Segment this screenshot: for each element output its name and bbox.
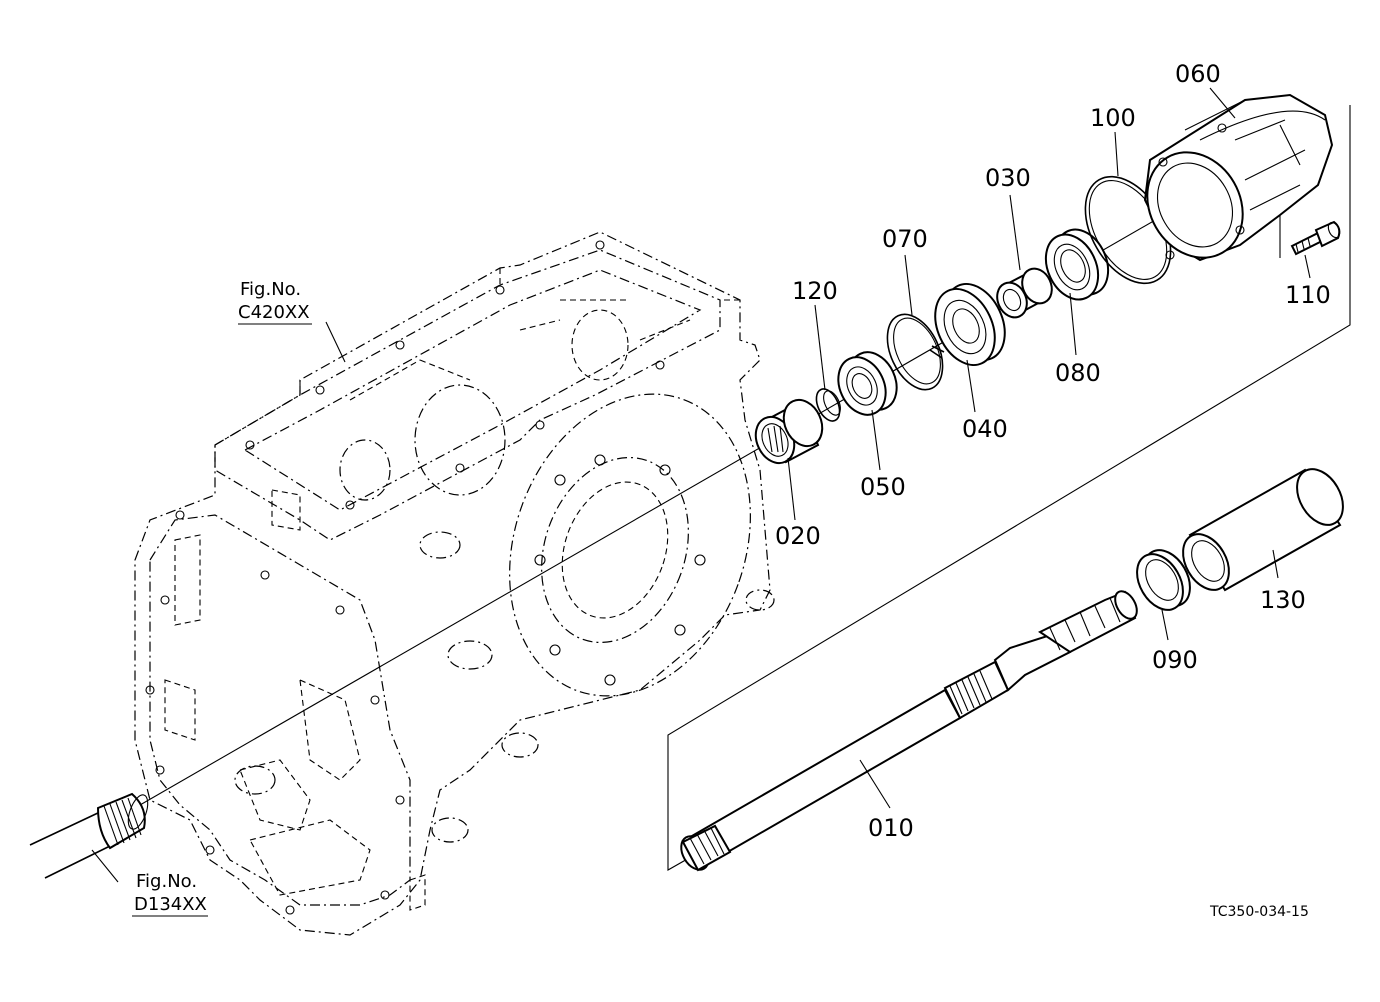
label-110: 110 (1285, 281, 1331, 309)
drawing-code: TC350-034-15 (1209, 904, 1309, 920)
label-050: 050 (860, 473, 906, 501)
label-090: 090 (1152, 646, 1198, 674)
part-130-sleeve (1182, 468, 1344, 592)
part-020-needle-bearing (754, 398, 824, 465)
part-010-pto-shaft (680, 590, 1138, 872)
part-030-collar (996, 267, 1053, 319)
part-120-snap-ring (815, 388, 841, 422)
label-030: 030 (985, 164, 1031, 192)
label-020: 020 (775, 522, 821, 550)
fig-ref-title: Fig.No. (240, 279, 301, 300)
label-060: 060 (1175, 60, 1221, 88)
leader-lines (91, 87, 1311, 883)
label-100: 100 (1090, 104, 1136, 132)
part-070-circlip (886, 313, 945, 391)
part-110-bolt (1290, 220, 1341, 256)
label-010: 010 (868, 814, 914, 842)
label-070: 070 (882, 225, 928, 253)
fig-ref-c420xx[interactable]: Fig.No. C420XX (238, 279, 312, 325)
fig-ref-d134xx[interactable]: Fig.No. D134XX (132, 871, 208, 917)
part-060-cover (1143, 93, 1334, 262)
input-shaft-stub (29, 792, 149, 879)
fig-ref-code: C420XX (238, 302, 310, 323)
part-040-ball-bearing (934, 282, 1006, 367)
fig-ref-title: Fig.No. (136, 871, 197, 892)
part-090-seal (1136, 549, 1191, 611)
fig-ref-code: D134XX (134, 894, 207, 915)
transmission-case (134, 231, 775, 936)
label-120: 120 (792, 277, 838, 305)
label-080: 080 (1055, 359, 1101, 387)
part-050-bearing (837, 351, 898, 416)
label-040: 040 (962, 415, 1008, 443)
label-130: 130 (1260, 586, 1306, 614)
part-number-labels: 060 100 030 070 120 110 080 040 050 020 … (775, 60, 1331, 842)
